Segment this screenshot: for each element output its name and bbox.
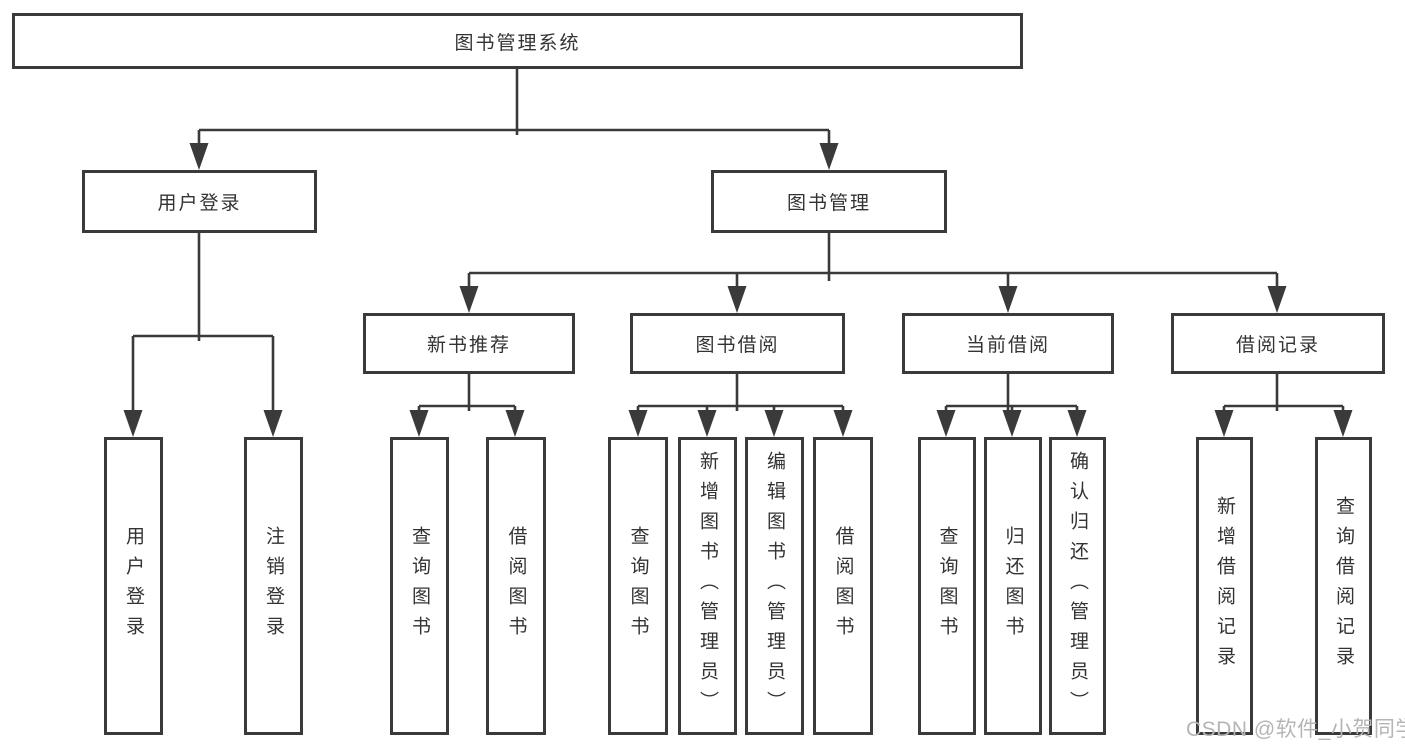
arrowhead: [998, 286, 1018, 313]
csdn-watermark: CSDN @软件_小贺同学: [1186, 718, 1405, 741]
leaf-edit-books-admin: 编辑图书（管理员）: [745, 437, 804, 735]
arrowhead: [936, 410, 956, 437]
leaf-add-books-admin: 新增图书（管理员）: [678, 437, 737, 735]
node-library-system: 图书管理系统: [12, 13, 1023, 69]
leaf-query-borrow-record: 查询借阅记录: [1315, 437, 1372, 735]
leaf-confirm-return-admin: 确认归还（管理员）: [1049, 437, 1106, 735]
leaf-logout: 注销登录: [244, 437, 303, 735]
connector-userlogin-to-leaves: [123, 233, 283, 437]
arrowhead: [1067, 410, 1087, 437]
arrowhead: [459, 286, 479, 313]
arrowhead: [189, 143, 209, 170]
arrowhead: [1214, 410, 1234, 437]
arrowhead: [764, 410, 784, 437]
leaf-label: 查询借阅记录: [1333, 496, 1354, 676]
leaf-query-books: 查询图书: [608, 437, 668, 735]
arrowhead: [628, 410, 648, 437]
connector-root-to-level2: [189, 68, 839, 170]
arrowhead: [263, 410, 283, 437]
leaf-query-books: 查询图书: [390, 437, 449, 735]
arrowhead: [833, 410, 853, 437]
leaf-label: 新增图书（管理员）: [697, 451, 718, 721]
node-label: 借阅记录: [1235, 335, 1320, 356]
leaf-label: 查询图书: [936, 526, 958, 646]
leaf-label: 借阅图书: [505, 526, 527, 646]
leaf-label: 新增借阅记录: [1214, 496, 1235, 676]
connector-currentborrow-to-leaves: [936, 374, 1087, 437]
arrowhead: [505, 410, 525, 437]
connector-bookmgmt-to-level3: [459, 233, 1287, 313]
node-current-borrow: 当前借阅: [902, 313, 1114, 374]
arrowhead: [727, 286, 747, 313]
leaf-label: 查询图书: [627, 526, 649, 646]
arrowhead: [123, 410, 143, 437]
node-book-borrow: 图书借阅: [630, 313, 845, 374]
node-new-book-recommend: 新书推荐: [363, 313, 575, 374]
leaf-query-books: 查询图书: [918, 437, 976, 735]
leaf-user-login: 用户登录: [104, 437, 163, 735]
arrowhead: [819, 143, 839, 170]
leaf-label: 编辑图书（管理员）: [764, 451, 785, 721]
connector-borrowrecords-to-leaves: [1214, 374, 1353, 437]
leaf-label: 注销登录: [263, 526, 284, 646]
arrowhead: [1267, 286, 1287, 313]
connector-bookborrow-to-leaves: [628, 374, 853, 437]
arrowhead: [1002, 410, 1022, 437]
leaf-return-books: 归还图书: [984, 437, 1042, 735]
arrowhead: [409, 410, 429, 437]
node-label: 图书管理系统: [454, 32, 581, 54]
leaf-borrow-books: 借阅图书: [486, 437, 546, 735]
leaf-borrow-books: 借阅图书: [813, 437, 873, 735]
arrowhead: [697, 410, 717, 437]
node-book-management: 图书管理: [711, 170, 947, 233]
node-label: 用户登录: [157, 193, 242, 214]
leaf-label: 用户登录: [123, 526, 144, 646]
node-label: 图书借阅: [695, 335, 780, 356]
node-user-login: 用户登录: [82, 170, 317, 233]
node-borrow-records: 借阅记录: [1171, 313, 1385, 374]
leaf-label: 归还图书: [1002, 526, 1024, 646]
connector-newbooks-to-leaves: [409, 374, 525, 437]
leaf-label: 借阅图书: [832, 526, 854, 646]
leaf-add-borrow-record: 新增借阅记录: [1196, 437, 1253, 735]
arrowhead: [1333, 410, 1353, 437]
node-label: 图书管理: [786, 193, 871, 214]
leaf-label: 确认归还（管理员）: [1067, 451, 1088, 721]
node-label: 当前借阅: [965, 335, 1050, 356]
leaf-label: 查询图书: [409, 526, 430, 646]
node-label: 新书推荐: [426, 335, 511, 356]
